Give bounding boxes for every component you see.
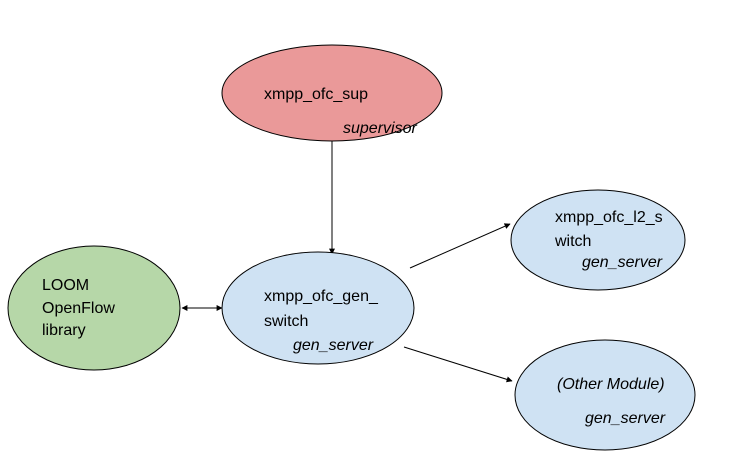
node-loom-openflow-library: LOOM OpenFlow library <box>7 245 181 371</box>
supervisor-ellipse <box>221 44 443 142</box>
node-xmpp-ofc-gen-switch: xmpp_ofc_gen_ switch gen_server <box>221 251 415 365</box>
other-module-role: gen_server <box>585 410 666 427</box>
library-line2: OpenFlow <box>42 300 115 317</box>
edge-gen-switch-to-other-module <box>403 346 513 383</box>
l2-switch-ellipse <box>510 189 686 291</box>
library-line3: library <box>42 322 86 339</box>
library-line1: LOOM <box>42 277 89 294</box>
supervisor-name: xmpp_ofc_sup <box>264 86 368 103</box>
gen-switch-name-line2: switch <box>264 313 308 330</box>
node-xmpp-ofc-l2-switch: xmpp_ofc_l2_s witch gen_server <box>510 189 686 291</box>
node-xmpp-ofc-sup: xmpp_ofc_sup supervisor <box>221 44 443 142</box>
l2-switch-role: gen_server <box>582 254 663 271</box>
node-other-module: (Other Module) gen_server <box>514 339 696 451</box>
edges <box>181 140 513 383</box>
edge-gen-switch-to-l2-switch <box>409 223 511 269</box>
gen-switch-role: gen_server <box>293 337 374 354</box>
library-ellipse <box>7 245 181 371</box>
l2-switch-name-line2: witch <box>554 233 591 250</box>
supervisor-role: supervisor <box>343 120 417 137</box>
other-module-ellipse <box>514 339 696 451</box>
l2-switch-name-line1: xmpp_ofc_l2_s <box>555 209 663 226</box>
gen-switch-name-line1: xmpp_ofc_gen_ <box>264 288 379 305</box>
gen-switch-ellipse <box>221 251 415 365</box>
other-module-name: (Other Module) <box>557 376 665 393</box>
